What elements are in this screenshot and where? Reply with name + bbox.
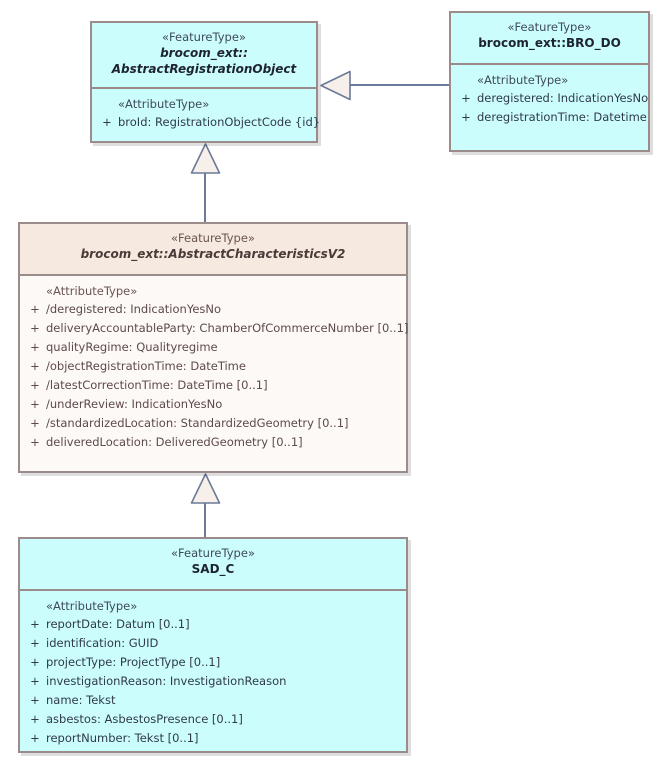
attribute-visibility: + bbox=[30, 731, 40, 745]
attribute-row: + asbestos: AsbestosPresence [0..1] bbox=[24, 710, 402, 729]
attribute-row: + /underReview: IndicationYesNo bbox=[24, 395, 402, 414]
attribute-visibility: + bbox=[461, 110, 471, 124]
attribute-row: + /latestCorrectionTime: DateTime [0..1] bbox=[24, 376, 402, 395]
class-box-abstract-characteristics-v2[interactable]: «FeatureType» brocom_ext::AbstractCharac… bbox=[18, 222, 408, 473]
attribute-visibility: + bbox=[30, 636, 40, 650]
attribute-row: + deregistered: IndicationYesNo bbox=[455, 89, 648, 108]
attribute-stereotype: «AttributeType» bbox=[118, 97, 210, 111]
attribute-text: qualityRegime: Qualityregime bbox=[46, 340, 218, 354]
attribute-stereotype: «AttributeType» bbox=[46, 284, 138, 298]
attribute-text: deregistered: IndicationYesNo bbox=[477, 91, 649, 105]
attribute-visibility: + bbox=[30, 397, 40, 411]
generalization-line-sad-c-to-characteristics bbox=[204, 502, 206, 538]
attribute-row: + reportDate: Datum [0..1] bbox=[24, 615, 402, 634]
attribute-text: /deregistered: IndicationYesNo bbox=[46, 302, 222, 316]
attribute-text: broId: RegistrationObjectCode {id} bbox=[118, 115, 321, 129]
attribute-text: reportDate: Datum [0..1] bbox=[46, 617, 190, 631]
class-header-bro-do: «FeatureType» brocom_ext::BRO_DO bbox=[451, 13, 648, 65]
class-stereotype: «FeatureType» bbox=[162, 30, 246, 44]
attribute-row: + /deregistered: IndicationYesNo bbox=[24, 300, 402, 319]
class-stereotype: «FeatureType» bbox=[507, 20, 592, 34]
attribute-text: /underReview: IndicationYesNo bbox=[46, 397, 223, 411]
attribute-visibility: + bbox=[461, 91, 471, 105]
attribute-row: + identification: GUID bbox=[24, 634, 402, 653]
generalization-line-characteristics-to-registration-object bbox=[204, 172, 206, 222]
attribute-row: + broId: RegistrationObjectCode {id} bbox=[96, 113, 320, 132]
class-name: brocom_ext::BRO_DO bbox=[478, 36, 621, 50]
attribute-visibility: + bbox=[30, 712, 40, 726]
attribute-row: + deregistrationTime: Datetime bbox=[455, 108, 647, 127]
attribute-row: + investigationReason: InvestigationReas… bbox=[24, 672, 402, 691]
attribute-row: + name: Tekst bbox=[24, 691, 402, 710]
class-name: SAD_C bbox=[191, 562, 235, 576]
class-attributes-bro-do: «AttributeType» + deregistered: Indicati… bbox=[451, 65, 648, 135]
class-name: brocom_ext::AbstractCharacteristicsV2 bbox=[80, 247, 346, 261]
attribute-visibility: + bbox=[30, 302, 40, 316]
attribute-text: deliveryAccountableParty: ChamberOfComme… bbox=[46, 321, 409, 335]
attribute-visibility: + bbox=[30, 340, 40, 354]
class-box-sad-c[interactable]: «FeatureType» SAD_C «AttributeType» + re… bbox=[18, 537, 408, 753]
attribute-visibility: + bbox=[30, 378, 40, 392]
attribute-visibility: + bbox=[30, 435, 40, 449]
attribute-text: name: Tekst bbox=[46, 693, 116, 707]
attribute-text: reportNumber: Tekst [0..1] bbox=[46, 731, 199, 745]
class-attributes-abstract-characteristics-v2: «AttributeType» + /deregistered: Indicat… bbox=[20, 276, 408, 460]
attribute-row: + reportNumber: Tekst [0..1] bbox=[24, 729, 402, 748]
attribute-row: + deliveredLocation: DeliveredGeometry [… bbox=[24, 433, 402, 452]
attribute-text: deliveredLocation: DeliveredGeometry [0.… bbox=[46, 435, 303, 449]
attribute-text: asbestos: AsbestosPresence [0..1] bbox=[46, 712, 243, 726]
attribute-visibility: + bbox=[30, 321, 40, 335]
attribute-text: /objectRegistrationTime: DateTime bbox=[46, 359, 246, 373]
class-box-abstract-registration-object[interactable]: «FeatureType» brocom_ext:: AbstractRegis… bbox=[90, 21, 320, 143]
attribute-row: + /objectRegistrationTime: DateTime bbox=[24, 357, 402, 376]
attribute-text: /latestCorrectionTime: DateTime [0..1] bbox=[46, 378, 268, 392]
class-stereotype: «FeatureType» bbox=[171, 546, 255, 560]
attribute-visibility: + bbox=[30, 674, 40, 688]
attribute-row: + projectType: ProjectType [0..1] bbox=[24, 653, 402, 672]
attribute-stereotype: «AttributeType» bbox=[46, 599, 138, 613]
attribute-text: /standardizedLocation: StandardizedGeome… bbox=[46, 416, 349, 430]
attribute-text: deregistrationTime: Datetime bbox=[477, 110, 647, 124]
attribute-visibility: + bbox=[30, 693, 40, 707]
attribute-visibility: + bbox=[30, 416, 40, 430]
class-header-abstract-registration-object: «FeatureType» brocom_ext:: AbstractRegis… bbox=[92, 23, 316, 89]
attribute-visibility: + bbox=[102, 115, 112, 129]
attribute-visibility: + bbox=[30, 617, 40, 631]
class-attributes-abstract-registration-object: «AttributeType» + broId: RegistrationObj… bbox=[92, 89, 320, 140]
attribute-text: projectType: ProjectType [0..1] bbox=[46, 655, 221, 669]
attribute-text: identification: GUID bbox=[46, 636, 159, 650]
attribute-row: + qualityRegime: Qualityregime bbox=[24, 338, 402, 357]
attribute-stereotype: «AttributeType» bbox=[477, 73, 569, 87]
attribute-visibility: + bbox=[30, 655, 40, 669]
attribute-visibility: + bbox=[30, 359, 40, 373]
class-stereotype: «FeatureType» bbox=[171, 231, 255, 245]
class-header-sad-c: «FeatureType» SAD_C bbox=[20, 539, 406, 591]
attribute-row: + deliveryAccountableParty: ChamberOfCom… bbox=[24, 319, 408, 338]
class-header-abstract-characteristics-v2: «FeatureType» brocom_ext::AbstractCharac… bbox=[20, 224, 406, 276]
generalization-line-bro-do-to-abstract-registration-object bbox=[349, 84, 449, 86]
attribute-text: investigationReason: InvestigationReason bbox=[46, 674, 287, 688]
attribute-row: + /standardizedLocation: StandardizedGeo… bbox=[24, 414, 402, 433]
class-box-bro-do[interactable]: «FeatureType» brocom_ext::BRO_DO «Attrib… bbox=[449, 11, 650, 152]
class-attributes-sad-c: «AttributeType» + reportDate: Datum [0..… bbox=[20, 591, 406, 756]
class-name-line-2: AbstractRegistrationObject bbox=[111, 62, 297, 76]
class-name-line-1: brocom_ext:: bbox=[160, 46, 248, 60]
